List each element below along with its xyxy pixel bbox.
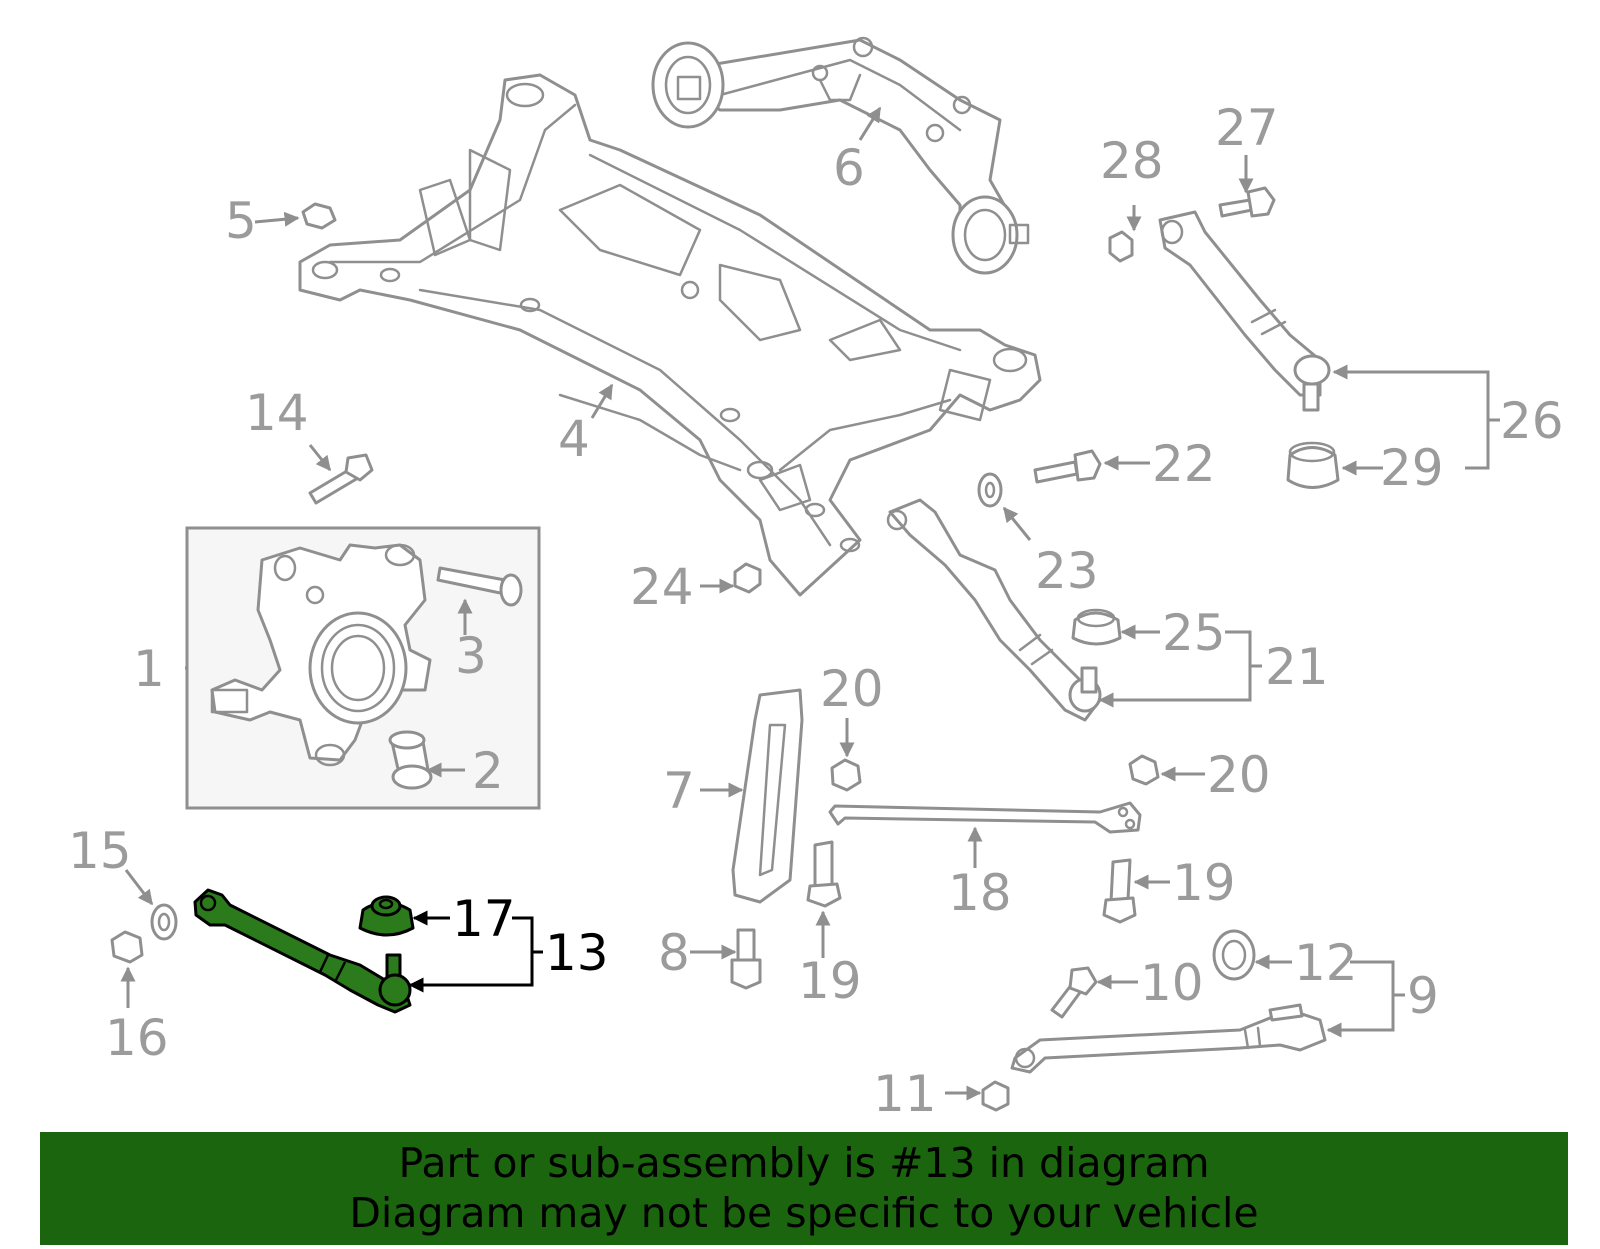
- bolt-part-27[interactable]: [1218, 186, 1276, 218]
- banner-line-2: Diagram may not be specific to your vehi…: [349, 1189, 1259, 1237]
- callout-18: 18: [948, 864, 1012, 922]
- trailing-link-part-9[interactable]: [1010, 1003, 1327, 1074]
- tie-rod-part-18[interactable]: [828, 801, 1142, 834]
- lateral-arm-part-21[interactable]: [886, 498, 1102, 722]
- bushing-part-17-highlighted[interactable]: [358, 895, 415, 937]
- nut-part-5[interactable]: [301, 202, 337, 230]
- nut-part-16[interactable]: [110, 930, 144, 964]
- lateral-link-part-13-highlighted[interactable]: [193, 888, 412, 1014]
- nut-part-24[interactable]: [733, 562, 762, 594]
- callout-27: 27: [1215, 99, 1279, 157]
- callout-12: 12: [1294, 934, 1358, 992]
- nut-part-11[interactable]: [981, 1080, 1010, 1112]
- callout-13: 13: [545, 924, 609, 982]
- callout-28: 28: [1100, 132, 1164, 190]
- callout-labels: 1 2 3 4 5 6 7 8 9 10 11 12 13 14 15 16 1…: [68, 99, 1564, 1123]
- callout-23: 23: [1035, 542, 1099, 600]
- callout-19-right: 19: [1172, 854, 1236, 912]
- nut-part-20-right[interactable]: [1128, 754, 1160, 786]
- callout-20-right: 20: [1207, 746, 1271, 804]
- lateral-link-part-26[interactable]: [1158, 210, 1331, 412]
- bushing-part-12[interactable]: [1212, 929, 1256, 981]
- bolt-part-19-right[interactable]: [1102, 858, 1137, 924]
- bolt-part-19-left[interactable]: [806, 840, 842, 908]
- callout-29: 29: [1380, 439, 1444, 497]
- bushing-part-2[interactable]: [388, 730, 433, 790]
- callout-14: 14: [245, 384, 309, 442]
- nut-part-20-upper[interactable]: [830, 758, 862, 792]
- bolt-part-8[interactable]: [730, 928, 762, 990]
- leader-lines: [120, 106, 1500, 1101]
- subframe-part-4[interactable]: [298, 73, 1042, 597]
- callout-10: 10: [1140, 954, 1204, 1012]
- control-arm-part-6[interactable]: [651, 36, 1030, 275]
- washer-part-15[interactable]: [150, 903, 178, 941]
- washer-part-23[interactable]: [977, 472, 1003, 508]
- bolt-part-10[interactable]: [1050, 966, 1098, 1019]
- callout-16: 16: [105, 1009, 169, 1067]
- callout-9: 9: [1407, 967, 1439, 1025]
- bolt-part-22[interactable]: [1033, 449, 1102, 484]
- callout-3: 3: [455, 627, 487, 685]
- callout-7: 7: [663, 762, 695, 820]
- callout-21: 21: [1265, 638, 1329, 696]
- callout-24: 24: [630, 558, 694, 616]
- bushing-part-25[interactable]: [1071, 608, 1122, 646]
- callout-6: 6: [833, 139, 865, 197]
- callout-2: 2: [472, 742, 504, 800]
- info-banner: Part or sub-assembly is #13 in diagram D…: [40, 1132, 1568, 1245]
- callout-26: 26: [1500, 392, 1564, 450]
- callout-22: 22: [1152, 435, 1216, 493]
- callout-19-left: 19: [798, 952, 862, 1010]
- bracket-plate-part-7[interactable]: [731, 688, 804, 904]
- callout-25: 25: [1162, 604, 1226, 662]
- callout-8: 8: [658, 924, 690, 982]
- callout-15: 15: [68, 822, 132, 880]
- callout-17: 17: [452, 890, 516, 948]
- banner-line-1: Part or sub-assembly is #13 in diagram: [398, 1139, 1210, 1187]
- callout-5: 5: [225, 192, 257, 250]
- bolt-part-3[interactable]: [436, 566, 523, 607]
- bolt-part-14[interactable]: [308, 453, 374, 505]
- bushing-part-29[interactable]: [1286, 441, 1340, 489]
- callout-11: 11: [873, 1065, 937, 1123]
- callout-1: 1: [133, 640, 165, 698]
- nut-part-28[interactable]: [1108, 230, 1134, 263]
- callout-4: 4: [558, 410, 590, 468]
- callout-20-upper: 20: [820, 660, 884, 718]
